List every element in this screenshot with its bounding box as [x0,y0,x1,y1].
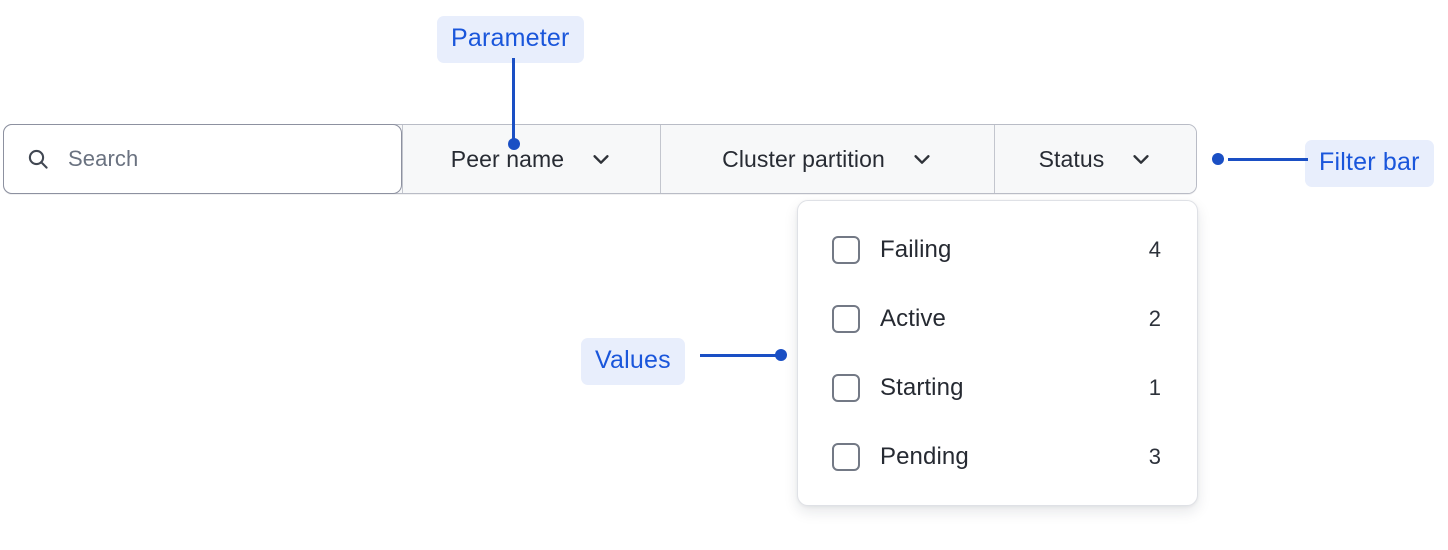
filter-segment-cluster-partition-label: Cluster partition [722,145,885,172]
list-item-count: 4 [1148,236,1161,262]
checkbox-active[interactable] [832,304,860,333]
annotation-leader-line-parameter [512,58,515,144]
list-item-count: 3 [1148,443,1161,469]
annotation-values: Values [581,338,685,385]
checkbox-starting[interactable] [832,373,860,402]
filter-segment-peer-name[interactable]: Peer name [402,125,660,193]
list-item[interactable]: Starting 1 [798,356,1197,420]
annotation-dot-values [775,349,787,361]
chevron-down-icon [590,148,612,170]
annotation-leader-line-values [700,354,782,357]
checkbox-failing[interactable] [832,235,860,264]
list-item[interactable]: Active 2 [798,287,1197,351]
filter-segment-cluster-partition[interactable]: Cluster partition [660,125,994,193]
list-item-count: 2 [1148,305,1161,331]
annotation-dot-filter-bar [1212,153,1224,165]
annotation-parameter: Parameter [437,16,584,63]
list-item-count: 1 [1148,374,1161,400]
status-filter-dropdown: Failing 4 Active 2 Starting 1 Pending 3 [797,200,1198,506]
filter-segment-peer-name-label: Peer name [450,145,565,172]
annotation-dot-parameter [508,138,520,150]
filter-bar: Search Peer name Cluster partition Statu… [3,124,1197,194]
list-item[interactable]: Pending 3 [798,425,1197,489]
chevron-down-icon [911,148,933,170]
filter-segment-status[interactable]: Status [994,125,1196,193]
annotation-filter-bar: Filter bar [1305,140,1434,187]
search-placeholder: Search [68,146,139,171]
list-item-label: Failing [880,235,952,263]
list-item-label: Pending [880,442,969,470]
filter-segment-status-label: Status [1038,145,1105,172]
list-item-label: Active [880,304,946,332]
chevron-down-icon [1130,148,1152,170]
list-item[interactable]: Failing 4 [798,218,1197,282]
annotation-leader-line-filter-bar [1228,158,1308,161]
search-icon [26,147,50,171]
list-item-label: Starting [880,373,964,401]
search-input[interactable]: Search [3,124,402,194]
checkbox-pending[interactable] [832,442,860,471]
